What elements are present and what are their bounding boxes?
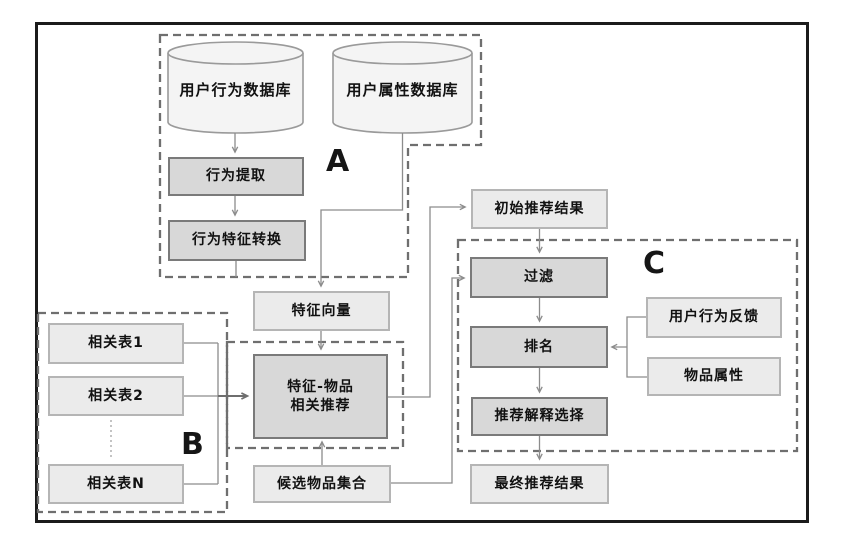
group-c-outline — [456, 238, 799, 453]
edge-feedback-attrs-to-ranking — [612, 316, 647, 378]
edge-relatedtables-merge — [183, 342, 219, 485]
feature-item-line1: 特征-物品 — [287, 378, 354, 395]
node-related-table-1: 相关表1 — [48, 323, 184, 364]
node-initial-recommend-results: 初始推荐结果 — [471, 189, 608, 229]
node-feature-item-recommend: 特征-物品 相关推荐 — [253, 354, 388, 439]
group-label-c: C — [643, 246, 666, 281]
node-user-behavior-feedback: 用户行为反馈 — [646, 297, 782, 338]
feature-item-line2: 相关推荐 — [290, 397, 351, 414]
node-filter: 过滤 — [470, 257, 608, 298]
node-candidate-item-set: 候选物品集合 — [253, 465, 391, 503]
node-behavior-feature-transform: 行为特征转换 — [168, 220, 306, 261]
node-final-recommend-results: 最终推荐结果 — [470, 464, 609, 504]
node-behavior-extraction: 行为提取 — [168, 157, 304, 196]
edge-attributedb-to-featurevector — [317, 133, 404, 288]
group-label-a: A — [326, 144, 350, 179]
user-behavior-db-cylinder-icon — [167, 41, 304, 134]
group-a-outline — [158, 33, 483, 279]
user-attribute-db-cylinder-icon — [332, 41, 473, 134]
group-b-outline — [36, 311, 229, 514]
node-user-attribute-db: 用户属性数据库 — [346, 80, 459, 99]
node-ranking: 排名 — [470, 326, 608, 368]
edge-candidates-to-filter — [390, 274, 466, 484]
node-related-table-n: 相关表N — [48, 464, 184, 504]
edge-featureitem-to-initial — [387, 203, 467, 398]
node-related-table-2: 相关表2 — [48, 376, 184, 416]
node-item-attributes: 物品属性 — [647, 357, 781, 396]
node-feature-vector: 特征向量 — [253, 291, 390, 331]
group-label-b: B — [181, 427, 204, 462]
node-recommend-explanation-selection: 推荐解释选择 — [471, 397, 608, 436]
node-user-behavior-db: 用户行为数据库 — [179, 80, 292, 99]
